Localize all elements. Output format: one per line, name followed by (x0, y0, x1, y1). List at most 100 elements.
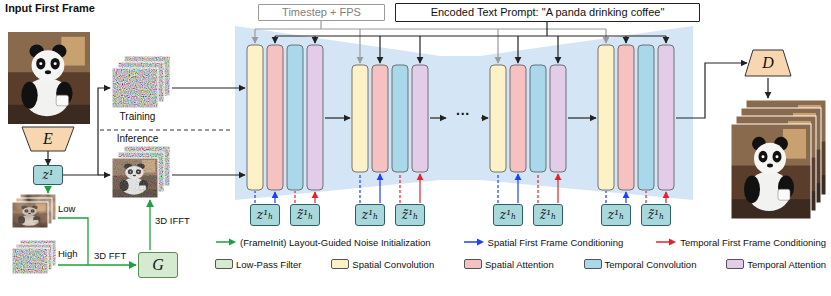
legend-line-sample (463, 237, 485, 247)
legend-text: (FrameInit) Layout-Guided Noise Initiali… (240, 237, 431, 248)
legend-item: Low-Pass Filter (215, 259, 301, 270)
legend-row: (FrameInit) Layout-Guided Noise Initiali… (215, 234, 826, 250)
low-pass-filter-box: G (138, 252, 178, 278)
spatial-attention-block (372, 65, 388, 172)
prompt-arrow (314, 36, 315, 43)
temporal-attention-block (658, 45, 674, 190)
ellipsis: ··· (446, 107, 480, 122)
temporal-attention-block (307, 45, 323, 190)
timestep-arrow (254, 29, 255, 43)
prompt-wire (275, 22, 666, 36)
trapezoid-shape (22, 127, 74, 151)
first-frame-latent-box: z¹ₕ (355, 204, 385, 226)
temporal-convolution-block (530, 65, 546, 172)
connector-arrow (47, 151, 48, 165)
spatial-attention-block (510, 65, 526, 172)
legend-item: Spatial Attention (464, 259, 554, 270)
first-frame-latent-tilde-box: z̃¹ₕ (395, 204, 425, 226)
latent-box: z¹ (33, 165, 63, 185)
noise-init-arrow (47, 187, 48, 193)
spatial-convolution-block (598, 45, 614, 190)
spatial-conditioning-wire (497, 173, 498, 203)
first-frame-latent-box: z¹ₕ (493, 204, 523, 226)
legend-line (656, 241, 670, 243)
timestep-wire (255, 21, 606, 29)
spatial-convolution-block (247, 45, 263, 190)
legend-text: Temporal Attention (747, 259, 826, 270)
frame-outline (12, 248, 48, 274)
prompt-arrow (419, 36, 420, 63)
legend-text: Spatial Convolution (352, 259, 434, 270)
temporal-conditioning-arrow (419, 174, 420, 203)
node-text: z¹ₕ (500, 209, 516, 222)
prompt-arrow (665, 36, 666, 43)
legend-item: Spatial Convolution (331, 259, 434, 270)
node-text: z¹ₕ (362, 209, 378, 222)
unet-background (235, 26, 693, 200)
first-frame-latent-box: z¹ₕ (601, 204, 631, 226)
spatial-attention-block (267, 45, 283, 190)
temporal-conditioning-wire (537, 173, 538, 203)
temporal-conditioning-arrow (314, 192, 315, 203)
node-text: E (43, 131, 53, 148)
node-text: z¹ₕ (257, 209, 273, 222)
legend-swatch (331, 259, 349, 269)
node-text: z̃¹ₕ (540, 209, 556, 222)
legend-swatch (584, 259, 602, 269)
prompt-arrow (274, 36, 275, 43)
temporal-convolution-block (638, 45, 654, 190)
temporal-attention-block (550, 65, 566, 172)
legend-text: Temporal Convolution (605, 259, 697, 270)
legend-item: Spatial First Frame Conditioning (463, 237, 624, 248)
legend-swatch (726, 259, 744, 269)
spatial-conditioning-arrow (379, 174, 380, 203)
node-text: Timestep + FPS (282, 7, 361, 19)
legend-arrowhead (477, 239, 484, 246)
temporal-attention-block (412, 65, 428, 172)
prompt-box: Encoded Text Prompt: "A panda drinking c… (395, 3, 700, 22)
prompt-arrow (379, 36, 380, 63)
frame-outline (112, 158, 158, 198)
timestep-box: Timestep + FPS (258, 4, 385, 21)
flow-arrow (568, 117, 596, 118)
node-text: Encoded Text Prompt: "A panda drinking c… (431, 7, 665, 19)
legend-item: Temporal Convolution (584, 259, 697, 270)
noise-init-arrow (88, 264, 136, 265)
encoder-trapezoid: E (22, 127, 74, 151)
frame-outline (731, 124, 811, 219)
spatial-conditioning-wire (605, 191, 606, 203)
input-frame-image (8, 32, 90, 124)
first-frame-latent-tilde-box: z̃¹ₕ (290, 204, 320, 226)
legend-swatch (215, 259, 233, 269)
spatial-convolution-block (352, 65, 368, 172)
low-frequency-frame (12, 202, 48, 228)
temporal-convolution-block (287, 45, 303, 190)
legend-line-sample (215, 237, 237, 247)
separator-line (100, 130, 232, 131)
input-arrow (172, 87, 245, 88)
legend-line (216, 241, 230, 243)
node-text: G (152, 257, 164, 274)
temporal-convolution-block (392, 65, 408, 172)
timestep-arrow (359, 29, 360, 63)
decoder-trapezoid: D (745, 50, 791, 76)
spatial-conditioning-wire (254, 191, 255, 203)
noise-frame (112, 68, 158, 108)
spatial-attention-block (618, 45, 634, 190)
frequency-label: Low (58, 204, 75, 214)
legend-row: Low-Pass Filter Spatial Convolution Spatia… (215, 256, 826, 272)
flow-arrow (325, 117, 350, 118)
node-text: z¹ₕ (608, 209, 624, 222)
stage-label: Training (100, 111, 175, 122)
input-arrow (172, 174, 245, 175)
first-frame-latent-box: z¹ₕ (250, 204, 280, 226)
high-frequency-frame (12, 248, 48, 274)
blurred-panda-frame (12, 202, 48, 228)
flow-arrow (676, 63, 747, 118)
legend-text: Temporal First Frame Conditioning (680, 237, 826, 248)
frequency-label: High (58, 249, 78, 259)
legend-item: (FrameInit) Layout-Guided Noise Initiali… (215, 237, 431, 248)
temporal-conditioning-arrow (557, 174, 558, 203)
noise-frame (112, 158, 158, 198)
